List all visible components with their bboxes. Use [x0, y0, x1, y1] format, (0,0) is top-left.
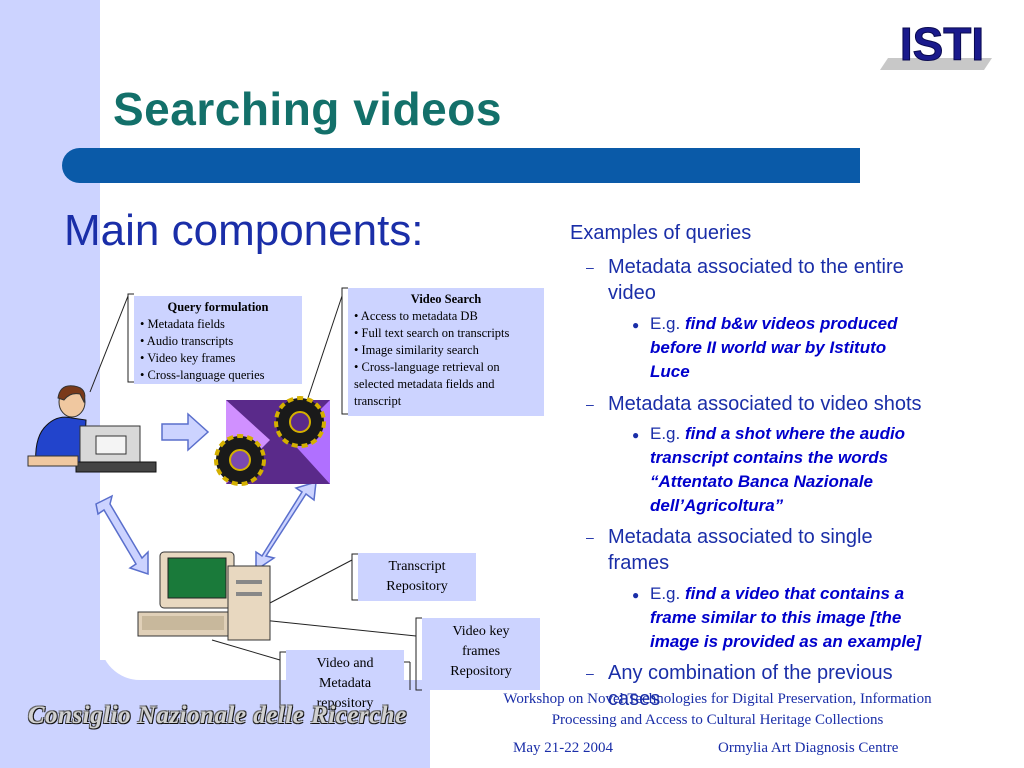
- example-text-line: image is provided as an example]: [650, 632, 922, 651]
- query-box-item: • Audio transcripts: [140, 334, 234, 348]
- footer-workshop: Workshop on Novel Technologies for Digit…: [440, 689, 995, 731]
- group-label-line: frames: [608, 552, 670, 574]
- group-label-line: cases: [608, 688, 661, 710]
- user-at-terminal-icon: [27, 385, 157, 473]
- search-box-title: Video Search: [410, 292, 482, 306]
- repo-label-line: Video and: [316, 656, 374, 671]
- repo-label-line: repository: [316, 696, 374, 711]
- query-group-entire-video: – Metadata associated to the entire vide…: [586, 254, 988, 306]
- example-text-line: before II world war by Istituto: [650, 338, 887, 357]
- example-single-frames: ● E.g. find a video that contains a fram…: [632, 582, 980, 654]
- footer-date: May 21-22 2004: [513, 740, 613, 756]
- slide-title: Searching videos: [113, 83, 502, 135]
- main-components-heading: Main components:: [64, 206, 424, 255]
- query-box-item: • Metadata fields: [140, 317, 225, 331]
- group-label-line: Metadata associated to video shots: [608, 393, 922, 415]
- cnr-logo: Consiglio Nazionale delle Ricerche: [28, 702, 407, 729]
- arrow-right-icon: [161, 412, 210, 452]
- left-background-band: [0, 0, 100, 768]
- group-label-line: video: [608, 282, 656, 304]
- example-prefix: E.g.: [650, 584, 681, 603]
- bullet-icon: ●: [632, 318, 640, 332]
- repo-label-line: Metadata: [318, 676, 372, 691]
- example-prefix: E.g.: [650, 424, 681, 443]
- double-arrow-left-icon: [95, 494, 149, 576]
- footer-workshop-line: Processing and Access to Cultural Herita…: [551, 712, 884, 728]
- dash-icon: –: [586, 396, 594, 412]
- search-box-item: selected metadata fields and: [354, 377, 495, 391]
- repo-label-line: Video key: [452, 624, 510, 639]
- group-label-line: Metadata associated to single: [608, 526, 873, 548]
- dash-icon: –: [586, 529, 594, 545]
- title-underline-bar: [62, 148, 860, 183]
- search-engine-gears-icon: [214, 396, 330, 486]
- example-text-line: transcript contains the words: [650, 448, 889, 467]
- example-video-shots: ● E.g. find a shot where the audio trans…: [632, 422, 980, 518]
- bullet-icon: ●: [632, 588, 640, 602]
- example-text-line: dell’Agricoltura”: [650, 496, 784, 515]
- query-formulation-box: Query formulation • Metadata fields • Au…: [134, 296, 302, 384]
- keyframes-repository-box: Video key frames Repository: [422, 618, 540, 690]
- example-text-line: find a video that contains a: [684, 584, 905, 603]
- isti-logo-text: ISTI: [900, 18, 984, 70]
- server-computer-icon: [137, 551, 271, 641]
- query-group-combination: – Any combination of the previous cases: [586, 660, 988, 712]
- bullet-icon: ●: [632, 428, 640, 442]
- search-box-item: • Full text search on transcripts: [354, 326, 510, 340]
- query-box-item: • Video key frames: [140, 351, 236, 365]
- double-arrow-right-icon: [255, 480, 317, 572]
- footer-workshop-line: Workshop on Novel Technologies for Digit…: [503, 691, 932, 707]
- video-search-box: Video Search • Access to metadata DB • F…: [348, 288, 544, 416]
- isti-logo: ISTI: [880, 18, 992, 71]
- example-text-line: “Attentato Banca Nazionale: [650, 472, 873, 491]
- diagram-connectors: [27, 287, 422, 717]
- queries-heading: Examples of queries: [570, 222, 752, 244]
- query-group-single-frames: – Metadata associated to single frames: [586, 524, 988, 576]
- search-box-item: • Access to metadata DB: [354, 309, 478, 323]
- group-label-line: Metadata associated to the entire: [608, 256, 904, 278]
- example-prefix: E.g.: [650, 314, 681, 333]
- example-text-line: find a shot where the audio: [684, 424, 906, 443]
- footer-venue: Ormylia Art Diagnosis Centre: [718, 740, 899, 756]
- metadata-repository-box: Video and Metadata repository: [286, 650, 404, 718]
- repo-label-line: Transcript: [388, 559, 446, 574]
- query-box-item: • Cross-language queries: [140, 368, 265, 382]
- repo-label-line: Repository: [450, 664, 512, 679]
- repo-label-line: Repository: [386, 579, 448, 594]
- example-text-line: Luce: [650, 362, 690, 381]
- group-label-line: Any combination of the previous: [608, 662, 893, 684]
- example-text-line: find b&w videos produced: [684, 314, 898, 333]
- example-text-line: frame similar to this image [the: [650, 608, 902, 627]
- search-box-item: • Cross-language retrieval on: [354, 360, 500, 374]
- query-box-title: Query formulation: [167, 300, 269, 314]
- query-group-video-shots: – Metadata associated to video shots: [586, 391, 988, 417]
- dash-icon: –: [586, 665, 594, 681]
- search-box-item: transcript: [354, 394, 402, 408]
- search-box-item: • Image similarity search: [354, 343, 479, 357]
- repo-label-line: frames: [461, 644, 501, 659]
- transcript-repository-box: Transcript Repository: [358, 553, 476, 601]
- dash-icon: –: [586, 259, 594, 275]
- example-entire-video: ● E.g. find b&w videos produced before I…: [632, 312, 980, 384]
